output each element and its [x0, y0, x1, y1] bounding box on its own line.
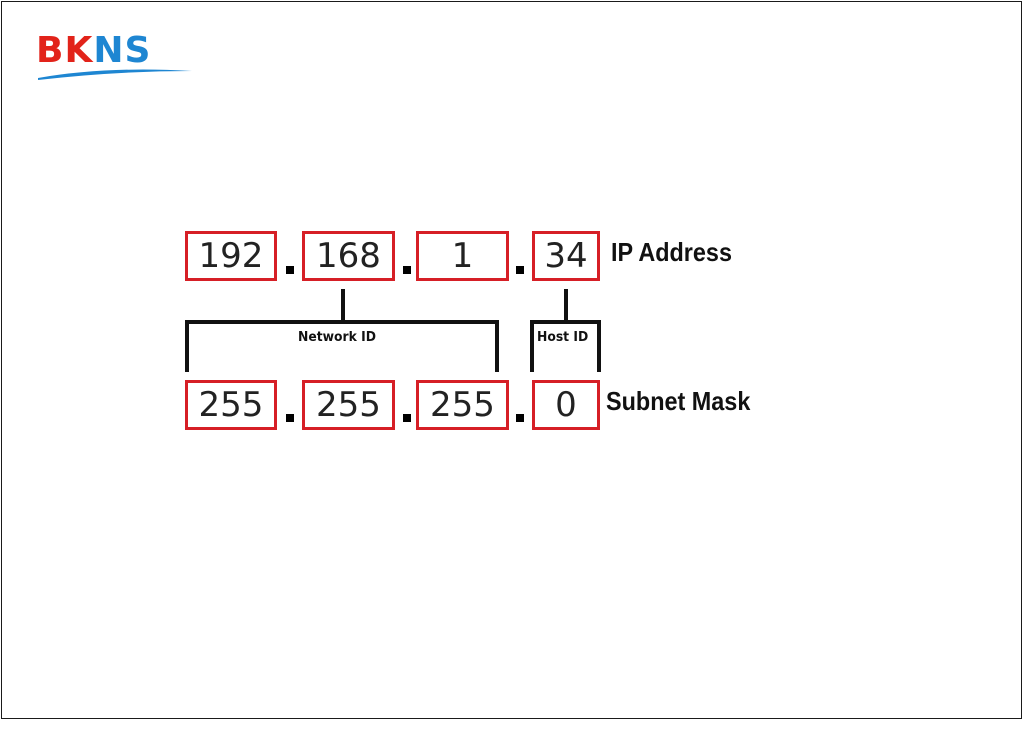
dot-separator [403, 414, 411, 422]
subnet-mask-label: Subnet Mask [606, 386, 751, 416]
network-id-label: Network ID [298, 330, 376, 345]
ip-octet-1: 192 [185, 231, 277, 281]
ip-octet-3: 1 [416, 231, 509, 281]
logo-text-ns: NS [93, 30, 152, 71]
mask-octet-1: 255 [185, 380, 277, 430]
ip-address-label: IP Address [611, 237, 732, 267]
logo-swoosh-icon [38, 69, 192, 80]
mask-octet-4: 0 [532, 380, 600, 430]
mask-octet-2: 255 [302, 380, 395, 430]
dot-separator [286, 266, 294, 274]
dot-separator [516, 266, 524, 274]
ip-octet-4: 34 [532, 231, 600, 281]
dot-separator [516, 414, 524, 422]
host-id-label: Host ID [537, 330, 589, 345]
logo-text-bk: BK [36, 30, 94, 71]
host-id-bracket [530, 289, 601, 372]
mask-octet-3: 255 [416, 380, 509, 430]
network-id-bracket [185, 289, 499, 372]
dot-separator [403, 266, 411, 274]
dot-separator [286, 414, 294, 422]
ip-octet-2: 168 [302, 231, 395, 281]
bkns-logo: BKNS [36, 32, 196, 82]
